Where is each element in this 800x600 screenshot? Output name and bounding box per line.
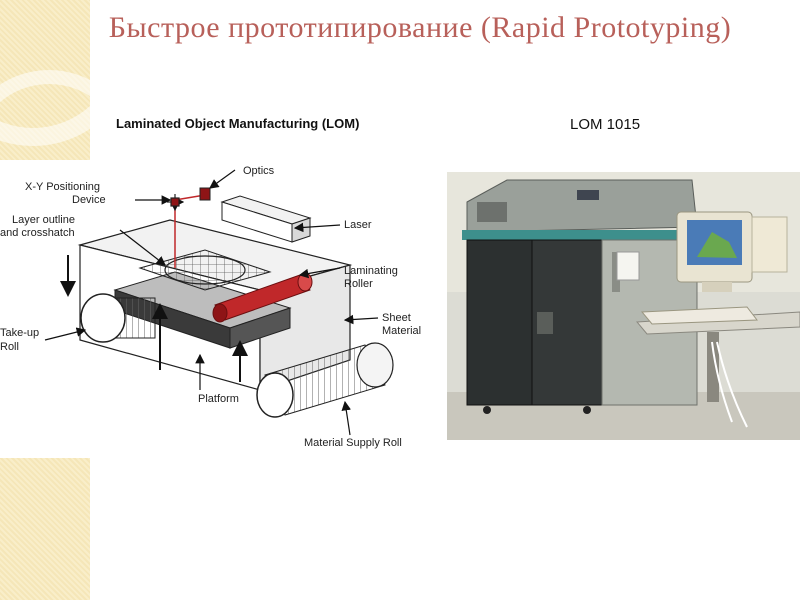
label-platform: Platform	[198, 393, 239, 405]
lom-caption: Laminated Object Manufacturing (LOM)	[116, 116, 360, 131]
lom-1015-machine-photo	[447, 172, 800, 440]
label-laser: Laser	[344, 219, 372, 231]
label-supply-roll: Material Supply Roll	[304, 437, 402, 449]
diagram-arrows	[44, 169, 379, 436]
label-sheet-2: Material	[382, 325, 421, 337]
label-takeup-2: Roll	[0, 341, 19, 353]
slide-title: Быстрое прототипирование (Rapid Prototyp…	[108, 11, 732, 44]
label-sheet-1: Sheet	[382, 312, 411, 324]
label-layer-2: and crosshatch	[0, 227, 75, 239]
label-roller-2: Roller	[344, 278, 373, 290]
optics-icon	[199, 187, 211, 201]
layer-crosshatch	[138, 249, 272, 291]
lom-process-diagram: X-Y Positioning Device Optics Layer outl…	[0, 165, 421, 449]
machine-caption: LOM 1015	[570, 116, 641, 133]
label-roller-1: Laminating	[344, 265, 398, 277]
take-up-roll	[80, 293, 156, 343]
label-layer-1: Layer outline	[12, 214, 75, 226]
decorative-corner-bottom	[0, 458, 90, 600]
label-xy-2: Device	[72, 194, 106, 206]
laser-unit	[220, 195, 312, 243]
material-supply-roll	[256, 342, 394, 418]
decorative-corner-top	[0, 0, 90, 160]
label-xy-1: X-Y Positioning	[25, 181, 100, 193]
label-optics: Optics	[243, 165, 275, 177]
label-takeup-1: Take-up	[0, 327, 39, 339]
xy-positioner-icon	[167, 194, 185, 212]
